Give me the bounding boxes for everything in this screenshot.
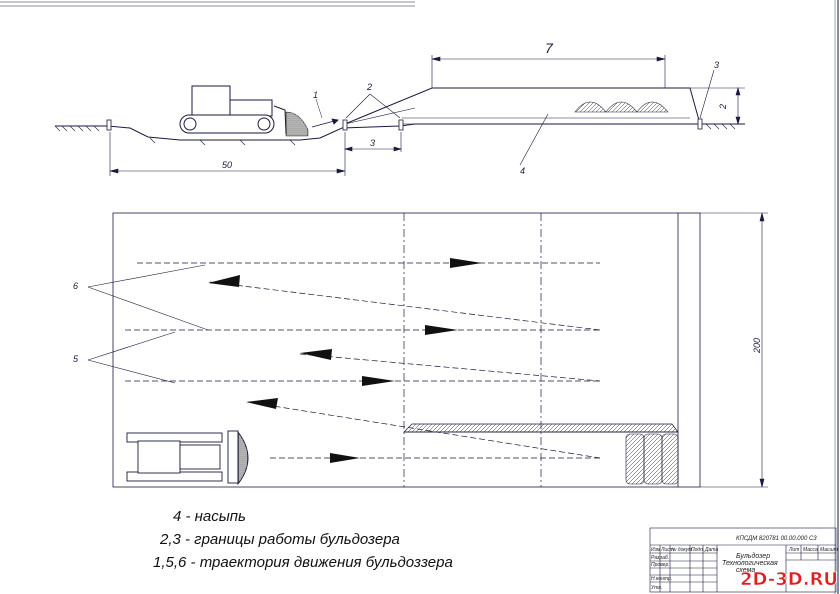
return-arrows (208, 275, 332, 409)
forward-arrows (330, 258, 482, 463)
label-dim-3: 3 (370, 138, 375, 148)
trajectory-1-arrow (311, 98, 339, 128)
legend-item-boundaries: 2,3 - границы работы бульдозера (159, 531, 400, 548)
plan-outline (112, 212, 701, 488)
label-dim-200: 200 (752, 338, 762, 354)
title-block (649, 527, 837, 593)
bulldozer-top (126, 430, 249, 486)
plan-boundary-lines (403, 213, 542, 487)
title-block-row-nkontr: Н.контр. (651, 576, 672, 582)
legend-item-trajectory: 1,5,6 - траектория движения бульдоззера (153, 554, 453, 571)
legend-item-embankment: 4 - насыпь (173, 508, 246, 525)
label-embankment-4: 4 (520, 166, 525, 176)
profile-view (54, 55, 745, 176)
label-boundary-2: 2 (366, 82, 372, 92)
soil-mounds (574, 101, 669, 113)
plan-soil-rolls (625, 433, 679, 485)
soil-pile (285, 111, 309, 137)
bulldozer-side (179, 85, 287, 135)
title-block-row-date: Дата (704, 547, 718, 553)
dimension-3 (343, 132, 403, 152)
dimension-50 (109, 132, 346, 176)
label-length-7: 7 (545, 40, 554, 56)
title-block-row-list: Лист (660, 547, 674, 553)
plan-leaders (87, 264, 209, 384)
label-trajectory-1: 1 (313, 90, 318, 100)
title-block-code: КПСДМ 820781 00.00.000 С3 (736, 536, 817, 542)
title-block-name-3: схема (736, 567, 755, 574)
title-block-row-sign: Подп. (691, 547, 704, 553)
title-block-col-mass: Масса (803, 547, 818, 553)
title-block-name-2: Технологическая (722, 560, 778, 567)
title-block-col-lit: Лит (788, 547, 799, 553)
title-block-row-razrab: Разраб. (651, 555, 669, 561)
title-block-row-prov: Провер. (651, 562, 670, 568)
watermark-logo: 2D-3D.RU (740, 569, 838, 590)
label-boundary-3: 3 (714, 60, 719, 70)
plan-view (87, 212, 768, 488)
label-dim-2: 2 (718, 104, 728, 110)
title-block-row-utv: Утв. (651, 585, 662, 591)
leader-lines (345, 69, 715, 166)
dimension-200 (700, 212, 768, 488)
return-trajectories (209, 281, 601, 459)
label-dim-50: 50 (222, 160, 232, 170)
dimension-7 (431, 55, 666, 88)
title-block-row-izm: Изм (651, 547, 661, 553)
label-trajectory-6: 6 (73, 281, 78, 291)
title-block-col-scale: Масшт (820, 547, 838, 553)
title-block-row-doc: № докум. (671, 547, 693, 553)
title-block-name-1: Бульдозер (736, 552, 770, 560)
label-trajectory-5: 5 (73, 354, 79, 364)
dimension-2 (690, 86, 745, 126)
ground-hatching (54, 123, 736, 146)
plan-embankment-strip (403, 423, 679, 433)
boundary-stakes (106, 118, 703, 131)
